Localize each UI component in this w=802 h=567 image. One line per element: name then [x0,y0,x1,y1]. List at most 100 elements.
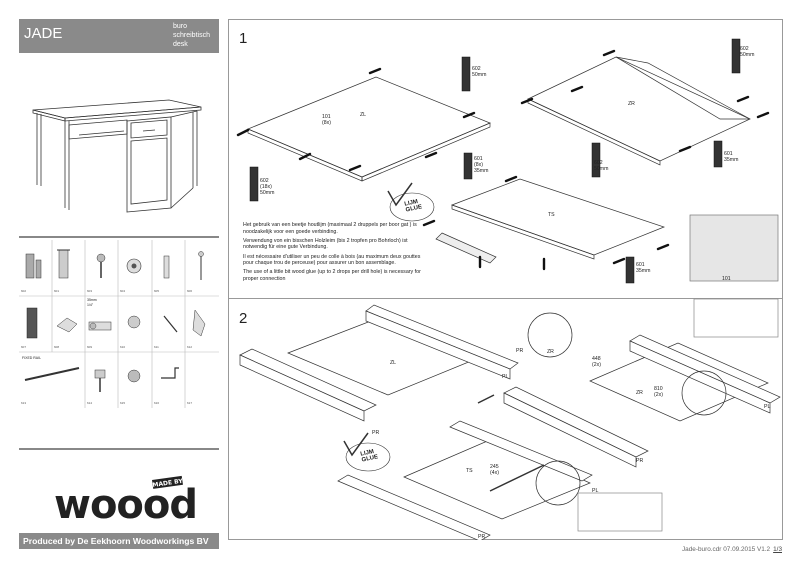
part-code: 617 [187,401,193,405]
part-cell: 608 [52,296,85,352]
label-zl: ZL [360,112,367,118]
cam-bolt-icon [96,253,106,278]
page-number: 1/3 [773,546,782,553]
part-cell: 616 [152,352,185,408]
panel-zl [247,76,491,178]
desk-illustration [32,99,202,213]
assembly-frame [228,19,783,540]
assembly-drawing [236,38,781,540]
parts-grid-lines [19,240,219,408]
dowel-large-icon [26,307,38,339]
callout-101: 101(8x) [322,114,331,126]
product-name: JADE [24,25,63,42]
glue-badge-icon [387,182,435,222]
glue-text-en: The use of a little bit wood glue (up to… [243,269,421,282]
part-code: 616 [154,401,160,405]
plug-icon [57,249,70,279]
label-zl-2: ZL [390,360,397,366]
label-ts: TS [548,212,555,218]
dowel-small-icon [163,255,170,279]
glue-instructions: Het gebruik van een beetje houtlijm (max… [243,222,421,286]
label-pl-b: PL [764,404,771,410]
part-cell: 615 [118,352,151,408]
step-2-number: 2 [239,310,248,327]
part-code: 614 [87,401,93,405]
part-code: 615 [120,401,126,405]
woood-logo: woood MADE BY [54,475,197,526]
screw-long-icon [163,315,178,333]
cam-lock-icon [126,258,142,274]
bracket-icon [56,317,78,333]
rail-label: FIXED RAIL [22,356,42,360]
part-cell: 612 [185,296,218,352]
part-cell: 603 [85,240,118,296]
callout-602-b: 602(18x)50mm [260,178,275,196]
label-pr-c: PR [478,534,486,540]
document-id: Jade-buro.cdr 07.09.2015 V1.2 [681,546,771,553]
rail-icon [24,367,80,381]
callout-cam-detail: 101 [722,276,731,282]
callout-601-a: 601(8x)35mm [474,156,489,174]
part-cell: 606 [185,240,218,296]
part-code: 601 [54,289,60,293]
part-code: 609 [87,345,93,349]
part-cell: 605 [152,240,185,296]
key-icon [161,367,179,379]
part-code: 611 [154,345,159,349]
label-pl-c: PL [592,488,599,494]
subtitle-de: schreibtisch [173,32,210,39]
step-divider [228,298,783,299]
part-code: 602 [21,289,27,293]
svg-text:MADE BY: MADE BY [152,478,184,489]
handle-icon [192,309,206,337]
part-code: 603 [87,289,93,293]
part-cell: 610 [118,296,151,352]
step-1-number: 1 [239,30,248,47]
connector-icon [127,315,141,329]
glue-badge-icon [343,432,391,472]
part-code: 605 [154,289,160,293]
hinge-icon [88,321,112,331]
separator-bottom [19,448,219,450]
part-cell: 607 [19,296,52,352]
bolt-icon [94,369,106,392]
part-code: 612 [187,345,193,349]
part-cell: 611 [152,296,185,352]
hinge-size-label: 35mm [87,298,97,302]
dowel-callouts [249,38,741,284]
part-cell: 601 [52,240,85,296]
subtitle-en: desk [173,41,188,48]
hinge-sub-label: 1/4" [87,303,94,307]
part-code: 606 [187,289,193,293]
part-cell: 617 [185,352,218,408]
logo-badge: MADE BY [152,475,184,489]
part-cell: 602 [19,240,52,296]
label-zr: ZR [628,101,635,107]
dowel-icon [25,253,42,279]
glue-text-nl: Het gebruik van een beetje houtlijm (max… [243,222,417,235]
panel-ts-2 [403,438,591,520]
label-pr-a: PR [372,430,380,436]
panel-ts [450,178,666,256]
label-ts-2: TS [466,468,473,474]
part-code: 604 [120,289,126,293]
glue-text-fr: Il est nécessaire d'utiliser un peu de c… [243,253,421,267]
part-cell: FIXED RAIL 613 [19,352,85,408]
producer-bar: Produced by De Eekhoorn Woodworkings BV [19,533,219,549]
separator-top [19,236,219,238]
callout-810: 810(2x) [654,386,663,398]
label-pl-a: PL [502,374,509,380]
callout-448: 448(2x) [592,356,601,368]
label-zr-2: ZR [636,390,643,396]
part-code: 608 [54,345,60,349]
product-subtitle: buro schreibtisch desk [173,22,210,49]
logo-wordmark: woood [54,482,197,526]
part-code: 607 [21,345,27,349]
part-code: 610 [120,345,126,349]
title-bar: JADE buro schreibtisch desk [19,19,219,53]
producer-text: Produced by De Eekhoorn Woodworkings BV [23,536,209,546]
